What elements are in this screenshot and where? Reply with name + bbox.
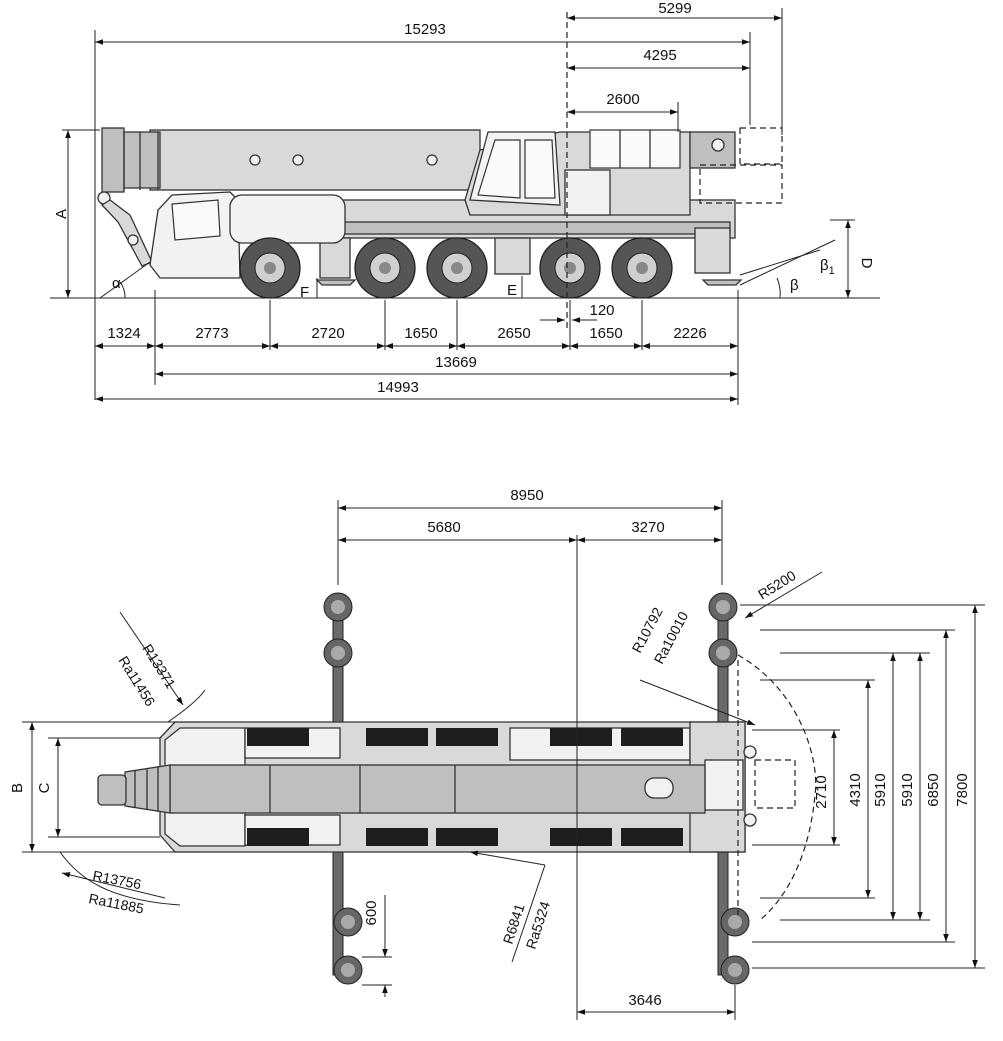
side-view: 5299 15293 4295 2600 A D α — [50, 0, 880, 405]
side-outrigger-pad-rear — [701, 279, 743, 286]
label-beta-1: β1 — [820, 257, 835, 277]
label-beta: β — [790, 277, 799, 294]
dim-3270: 3270 — [631, 519, 664, 536]
dim-8950: 8950 — [510, 487, 543, 504]
side-superstructure — [464, 127, 783, 216]
radius-r13756: R13756 — [91, 867, 142, 892]
radius-r6841: R6841 — [500, 902, 528, 946]
side-top-dimensions: 5299 15293 4295 2600 — [95, 0, 783, 135]
label-c: C — [36, 782, 53, 793]
wheel-3 — [426, 237, 488, 299]
side-height-a: A — [53, 129, 100, 298]
label-d: D — [858, 258, 875, 269]
pad-rear-3 — [720, 907, 750, 937]
top-widths-right: 2710 4310 5910 5910 6850 7800 — [740, 604, 985, 969]
dim-4295: 4295 — [643, 47, 676, 64]
top-bottom-dimension: 3646 — [577, 985, 736, 1020]
pad-rear-4 — [720, 955, 750, 985]
radius-ra11885: Ra11885 — [87, 890, 145, 916]
dim-13669: 13669 — [435, 354, 477, 371]
dim-120: 120 — [589, 302, 614, 319]
pad-front-1 — [323, 592, 353, 622]
radius-r5200: R5200 — [755, 567, 799, 603]
wheel-4 — [539, 237, 601, 299]
dim-5299: 5299 — [658, 0, 691, 17]
top-tyres — [247, 728, 683, 846]
side-bottom-dimensions: 1324 2773 2720 1650 2650 1650 2226 120 1… — [95, 290, 739, 405]
side-boom — [97, 127, 481, 267]
top-top-dimensions: 8950 5680 3270 — [337, 487, 723, 585]
dim-1650-a: 1650 — [404, 325, 437, 342]
top-counterweight-outline — [754, 759, 796, 809]
top-pad-dimension: 600 — [362, 895, 392, 997]
wheel-1 — [239, 237, 301, 299]
pad-front-4 — [333, 955, 363, 985]
pad-rear-1 — [708, 592, 738, 622]
dim-1650-b: 1650 — [589, 325, 622, 342]
pad-front-3 — [333, 907, 363, 937]
dim-2710: 2710 — [813, 775, 830, 808]
dim-2600: 2600 — [606, 91, 639, 108]
side-angles: α β β1 — [99, 239, 836, 299]
label-alpha: α — [112, 275, 121, 292]
side-height-d: D — [830, 219, 875, 298]
wheel-5 — [611, 237, 673, 299]
dim-14993: 14993 — [377, 379, 419, 396]
top-view: 8950 5680 3270 3646 600 B — [9, 487, 985, 1020]
pad-rear-2 — [708, 638, 738, 668]
label-f: F — [300, 284, 309, 301]
dim-2720: 2720 — [311, 325, 344, 342]
side-clearance: F E — [300, 276, 523, 301]
dim-4310: 4310 — [847, 773, 864, 806]
dim-5910-b: 5910 — [899, 773, 916, 806]
dim-600: 600 — [363, 900, 380, 925]
wheel-2 — [354, 237, 416, 299]
label-e: E — [507, 282, 517, 299]
label-b: B — [9, 783, 26, 793]
side-counterweight-outline — [699, 164, 783, 204]
dim-1324: 1324 — [107, 325, 140, 342]
pad-front-2 — [323, 638, 353, 668]
dim-2773: 2773 — [195, 325, 228, 342]
dim-5680: 5680 — [427, 519, 460, 536]
side-outrigger-pad-front — [315, 279, 357, 286]
side-wheels — [239, 237, 673, 299]
dim-15293: 15293 — [404, 21, 446, 38]
top-boom — [97, 764, 706, 814]
dim-6850: 6850 — [925, 773, 942, 806]
label-a: A — [53, 209, 70, 219]
dim-5910-a: 5910 — [872, 773, 889, 806]
dim-2226: 2226 — [673, 325, 706, 342]
dim-7800: 7800 — [954, 773, 971, 806]
dim-2650: 2650 — [497, 325, 530, 342]
dim-3646: 3646 — [628, 992, 661, 1009]
top-counterweight-swing — [737, 654, 817, 921]
top-widths-left: B C — [9, 721, 200, 853]
side-driver-cab — [149, 191, 346, 279]
